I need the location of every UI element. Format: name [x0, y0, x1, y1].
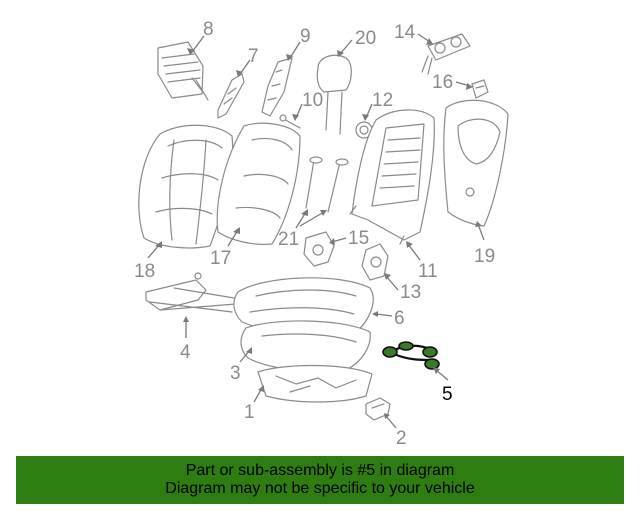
callout-3: 3 [230, 363, 241, 384]
leader-1 [253, 385, 264, 403]
part-16-clip [471, 79, 489, 99]
callout-17: 17 [210, 248, 231, 269]
part-1-cushion-pan [257, 364, 373, 403]
part-8-panel [157, 41, 209, 101]
callout-20: 20 [355, 28, 376, 49]
callout-1: 1 [244, 402, 255, 423]
leader-20 [337, 39, 353, 57]
leader-11 [406, 241, 421, 261]
leader-12 [362, 103, 373, 121]
leader-9 [286, 41, 301, 61]
callout-5: 5 [442, 384, 453, 405]
callout-6: 6 [394, 308, 405, 329]
leader-19 [475, 221, 485, 241]
callout-4: 4 [180, 342, 191, 363]
leader-14 [417, 33, 433, 45]
part-14-bracket [421, 33, 471, 75]
callout-15: 15 [348, 228, 369, 249]
part-21-guides [305, 156, 349, 213]
leader-7 [236, 59, 251, 77]
callout-8: 8 [203, 19, 214, 40]
callout-18: 18 [134, 261, 155, 282]
callout-7: 7 [248, 46, 259, 67]
leader-2 [384, 413, 397, 429]
leader-8 [187, 35, 205, 55]
leader-10 [292, 103, 303, 121]
info-banner: Part or sub-assembly is #5 in diagram Di… [16, 456, 624, 504]
part-11-frame [349, 109, 435, 245]
part-13-motor [361, 243, 389, 281]
seat-parts-diagram: 8 7 9 10 20 [134, 19, 509, 449]
part-15-recliner [303, 231, 335, 267]
callout-14: 14 [394, 22, 416, 43]
part-19-rear-panel [443, 99, 509, 227]
leader-17 [227, 227, 240, 247]
leader-4 [183, 316, 189, 338]
part-20-headrest [316, 54, 352, 135]
part-3-cushion-pad [240, 320, 371, 372]
callout-10: 10 [302, 90, 323, 111]
leader-21 [295, 209, 327, 229]
leader-5 [433, 367, 449, 381]
leader-6 [372, 311, 393, 317]
part-9-trim [261, 57, 293, 117]
part-17-seatback-pad [216, 122, 301, 245]
part-4-cushion-frame [145, 272, 247, 313]
leader-15 [329, 237, 347, 245]
part-10-screw [279, 114, 301, 129]
part-18-seatback-cover [138, 124, 234, 249]
callout-12: 12 [372, 90, 393, 111]
callout-11: 11 [418, 261, 438, 282]
banner-line-2: Diagram may not be specific to your vehi… [165, 480, 475, 497]
part-7-bracket [217, 73, 245, 119]
leader-16 [455, 81, 473, 90]
callout-21: 21 [278, 229, 299, 250]
part-2-switch [365, 397, 391, 421]
callout-9: 9 [300, 26, 311, 47]
leader-13 [384, 273, 399, 291]
callout-19: 19 [474, 246, 495, 267]
leader-3 [239, 347, 252, 363]
banner-line-1: Part or sub-assembly is #5 in diagram [185, 462, 455, 479]
callout-16: 16 [432, 72, 453, 93]
leader-18 [147, 241, 162, 259]
callout-2: 2 [396, 428, 407, 449]
callout-13: 13 [400, 282, 421, 303]
part-5-wire-harness [382, 341, 440, 370]
